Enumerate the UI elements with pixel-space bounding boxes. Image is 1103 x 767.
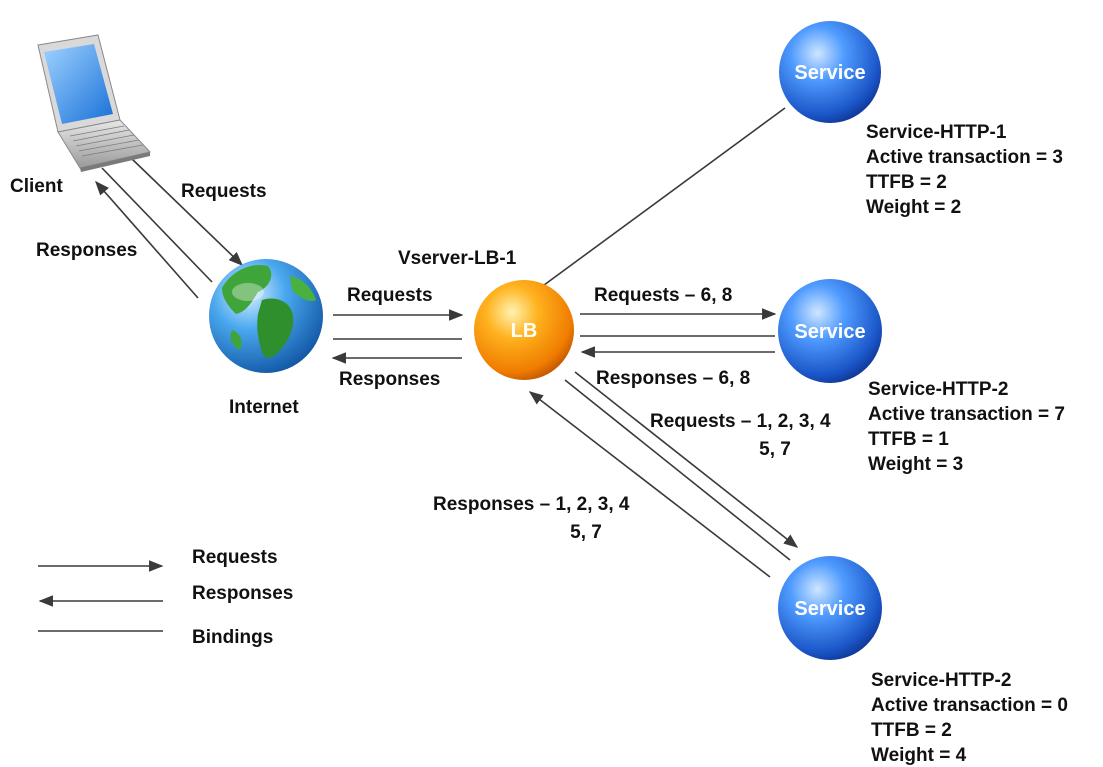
blue-sphere-icon bbox=[778, 556, 882, 660]
service-2-weight: Weight = 3 bbox=[868, 454, 963, 475]
lb-node-text: LB bbox=[511, 320, 538, 342]
service-1-node-text: Service bbox=[794, 62, 865, 84]
svc3-responses-arrow bbox=[528, 391, 771, 578]
svc3-requests-label: Requests – 1, 2, 3, 4 bbox=[650, 411, 831, 432]
service-1-weight: Weight = 2 bbox=[866, 197, 961, 218]
service-1-ttfb: TTFB = 2 bbox=[866, 172, 947, 193]
client-requests-arrow bbox=[130, 157, 244, 266]
service-3-name: Service-HTTP-2 bbox=[871, 670, 1011, 691]
service-1-active: Active transaction = 3 bbox=[866, 147, 1063, 168]
svc3-responses-label-cont: 5, 7 bbox=[570, 522, 602, 543]
legend-responses-label: Responses bbox=[192, 583, 293, 604]
service-3-active: Active transaction = 0 bbox=[871, 695, 1068, 716]
svc3-responses-label: Responses – 1, 2, 3, 4 bbox=[433, 494, 630, 515]
service-2-node-text: Service bbox=[794, 321, 865, 343]
vserver-label: Vserver-LB-1 bbox=[398, 248, 517, 269]
client-requests-label: Requests bbox=[181, 181, 267, 202]
client-responses-label: Responses bbox=[36, 240, 137, 261]
service-3-info: Service-HTTP-2 Active transaction = 0 TT… bbox=[871, 670, 1068, 766]
internet-label: Internet bbox=[229, 397, 299, 418]
service-3-node-text: Service bbox=[794, 598, 865, 620]
service-node-1: Service bbox=[779, 21, 881, 123]
service-3-weight: Weight = 4 bbox=[871, 745, 967, 766]
service-node-3: Service bbox=[778, 556, 882, 660]
lb-requests-label: Requests bbox=[347, 285, 433, 306]
blue-sphere-icon bbox=[778, 279, 882, 383]
binding-line-service-1 bbox=[539, 107, 786, 289]
svc3-requests-label-cont: 5, 7 bbox=[759, 439, 791, 460]
legend-bindings-label: Bindings bbox=[192, 627, 273, 648]
client-binding-line bbox=[101, 167, 213, 283]
blue-sphere-icon bbox=[779, 21, 881, 123]
service-2-name: Service-HTTP-2 bbox=[868, 379, 1008, 400]
service-1-name: Service-HTTP-1 bbox=[866, 122, 1007, 143]
svc3-requests-arrow bbox=[574, 371, 799, 548]
svc2-responses-label: Responses – 6, 8 bbox=[596, 368, 750, 389]
service-2-active: Active transaction = 7 bbox=[868, 404, 1065, 425]
service-2-ttfb: TTFB = 1 bbox=[868, 429, 949, 450]
laptop-icon bbox=[37, 34, 151, 172]
client-responses-arrow bbox=[95, 180, 199, 299]
svc3-binding-line bbox=[564, 379, 791, 561]
globe-icon bbox=[209, 259, 323, 373]
legend: Requests Responses Bindings bbox=[38, 547, 293, 648]
client-label: Client bbox=[10, 176, 63, 197]
service-node-2: Service bbox=[778, 279, 882, 383]
svc2-requests-label: Requests – 6, 8 bbox=[594, 285, 732, 306]
lb-node: LB bbox=[474, 280, 574, 380]
orange-sphere-icon bbox=[474, 280, 574, 380]
service-2-info: Service-HTTP-2 Active transaction = 7 TT… bbox=[868, 379, 1065, 475]
legend-requests-label: Requests bbox=[192, 547, 278, 568]
service-3-ttfb: TTFB = 2 bbox=[871, 720, 952, 741]
lb-responses-label: Responses bbox=[339, 369, 440, 390]
service-1-info: Service-HTTP-1 Active transaction = 3 TT… bbox=[866, 122, 1063, 218]
